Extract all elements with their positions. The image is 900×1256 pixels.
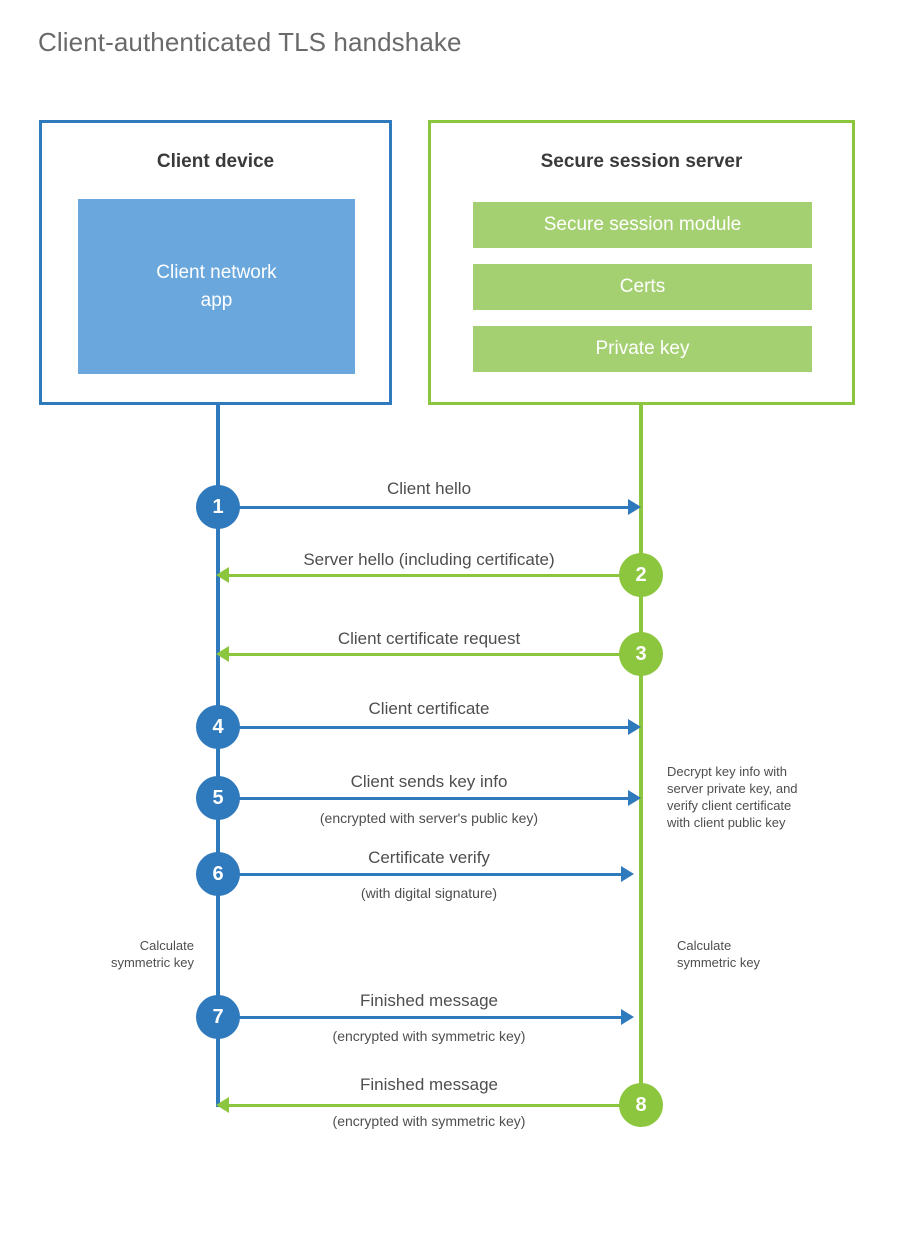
step-1-label: Client hello bbox=[386, 479, 472, 498]
note-decrypt-key-info: Decrypt key info with server private key… bbox=[667, 764, 798, 830]
step-4-arrow-head-icon bbox=[628, 719, 641, 735]
step-8-badge: 8 bbox=[619, 1083, 663, 1127]
step-3-badge: 3 bbox=[619, 632, 663, 676]
secure-session-server-box: Secure session server Secure session mod… bbox=[428, 120, 855, 405]
step-6-arrow-head-icon bbox=[621, 866, 634, 882]
secure-session-server-title: Secure session server bbox=[540, 151, 743, 172]
page-title: Client-authenticated TLS handshake bbox=[38, 27, 462, 57]
step-5-arrow-head-icon bbox=[628, 790, 641, 806]
step-2-arrow-line bbox=[229, 574, 641, 577]
step-3-arrow-head-icon bbox=[216, 646, 229, 662]
server-module-secure-session-module: Secure session module bbox=[473, 202, 812, 248]
client-network-app-block: Client network app bbox=[78, 199, 355, 374]
server-module-label: Certs bbox=[619, 276, 666, 297]
step-4-arrow-line bbox=[218, 726, 628, 729]
step-2-label: Server hello (including certificate) bbox=[303, 550, 555, 569]
step-8-arrow-head-icon bbox=[216, 1097, 229, 1113]
step-7-badge: 7 bbox=[196, 995, 240, 1039]
step-8-label: Finished message bbox=[360, 1075, 498, 1094]
note-calculate-symmetric-key-client: Calculate symmetric key bbox=[110, 938, 194, 970]
step-8-sublabel: (encrypted with symmetric key) bbox=[332, 1113, 526, 1129]
server-module-certs: Certs bbox=[473, 264, 812, 310]
client-device-title: Client device bbox=[156, 151, 275, 172]
step-3-arrow-line bbox=[229, 653, 641, 656]
step-2-arrow-head-icon bbox=[216, 567, 229, 583]
note-calculate-symmetric-key-server: Calculate symmetric key bbox=[677, 938, 761, 970]
client-lifeline bbox=[216, 403, 220, 1107]
step-1-arrow-head-icon bbox=[628, 499, 641, 515]
server-module-label: Secure session module bbox=[543, 214, 742, 235]
server-module-private-key: Private key bbox=[473, 326, 812, 372]
step-7-label: Finished message bbox=[360, 991, 498, 1010]
step-4-badge: 4 bbox=[196, 705, 240, 749]
client-network-app-label: Client network app bbox=[156, 261, 277, 311]
step-5-arrow-line bbox=[218, 797, 628, 800]
step-5-label: Client sends key info bbox=[350, 772, 508, 791]
step-6-badge: 6 bbox=[196, 852, 240, 896]
step-7-sublabel: (encrypted with symmetric key) bbox=[332, 1028, 526, 1044]
server-lifeline bbox=[639, 403, 643, 1106]
step-8-arrow-line bbox=[229, 1104, 641, 1107]
step-7-arrow-line bbox=[218, 1016, 621, 1019]
step-2-badge: 2 bbox=[619, 553, 663, 597]
step-6-arrow-line bbox=[218, 873, 621, 876]
step-6-sublabel: (with digital signature) bbox=[360, 885, 498, 901]
client-device-box: Client device Client network app bbox=[39, 120, 392, 405]
server-module-label: Private key bbox=[595, 338, 690, 359]
step-6-label: Certificate verify bbox=[368, 848, 490, 867]
step-3-label: Client certificate request bbox=[337, 629, 521, 648]
step-7-arrow-head-icon bbox=[621, 1009, 634, 1025]
step-5-sublabel: (encrypted with server's public key) bbox=[319, 810, 539, 826]
step-4-label: Client certificate bbox=[368, 699, 490, 718]
step-5-badge: 5 bbox=[196, 776, 240, 820]
step-1-badge: 1 bbox=[196, 485, 240, 529]
step-1-arrow-line bbox=[218, 506, 628, 509]
